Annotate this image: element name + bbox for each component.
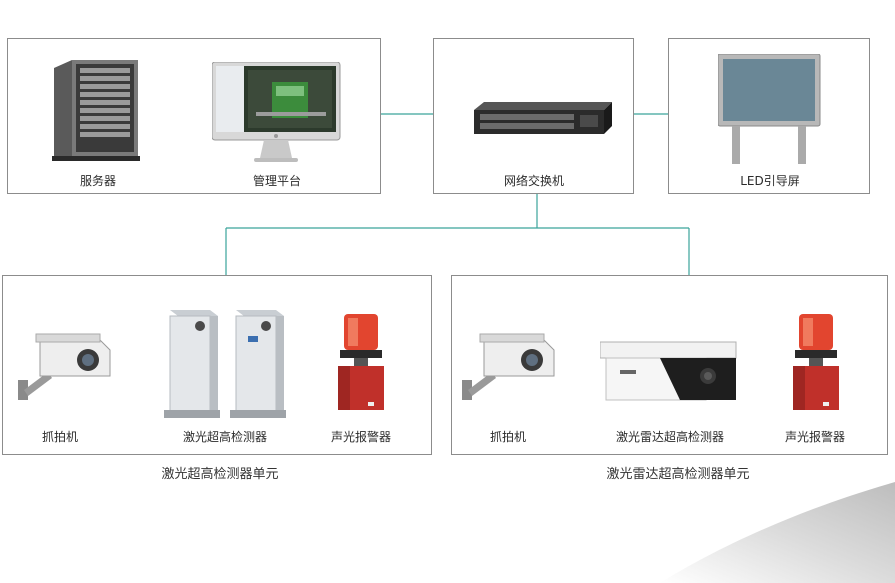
alarm-label: 声光报警器	[330, 430, 391, 444]
laser-unit-caption: 激光超高检测器单元	[161, 467, 279, 482]
sound-light-alarm-icon-2	[793, 314, 839, 410]
management-monitor-icon	[212, 62, 341, 162]
camera-label-2: 抓拍机	[489, 430, 526, 444]
lidar-unit-caption: 激光雷达超高检测器单元	[606, 467, 750, 482]
lidar-detector-label: 激光雷达超高检测器	[615, 430, 724, 444]
laser-detector-pillar-left	[164, 310, 220, 418]
camera-label: 抓拍机	[41, 430, 78, 444]
switch-label: 网络交换机	[503, 174, 564, 188]
laser-detector-label: 激光超高检测器	[182, 430, 267, 444]
led-screen-icon	[718, 54, 821, 164]
page-curl-decoration	[660, 482, 895, 583]
alarm-label-2: 声光报警器	[784, 430, 845, 444]
server-icon	[52, 60, 140, 161]
laser-detector-pillar-right	[230, 310, 286, 418]
capture-camera-icon	[18, 333, 111, 400]
sound-light-alarm-icon	[338, 314, 384, 410]
lidar-detector-icon	[600, 341, 737, 401]
led-label: LED引导屏	[740, 174, 800, 188]
network-switch-icon	[474, 102, 612, 134]
server-label: 服务器	[79, 174, 116, 188]
capture-camera-icon-2	[462, 333, 555, 400]
platform-label: 管理平台	[252, 174, 301, 188]
